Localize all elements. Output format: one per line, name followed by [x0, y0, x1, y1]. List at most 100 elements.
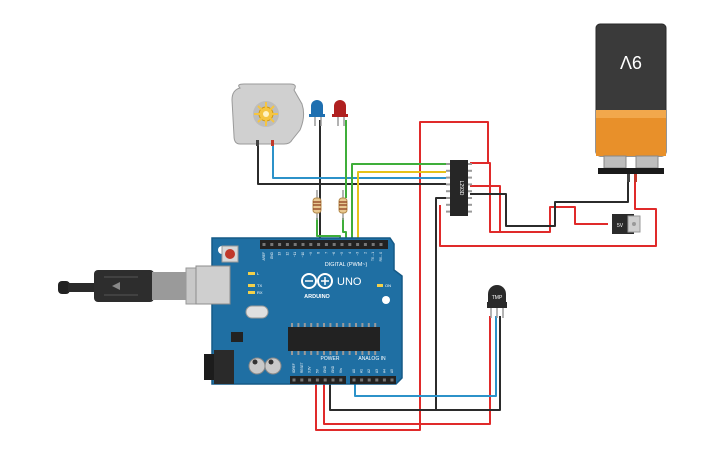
led-l-label: L	[257, 271, 260, 276]
pin-label: Vin	[339, 368, 343, 373]
pin-label: A1	[360, 369, 364, 373]
wire-blue-2[interactable]	[354, 316, 497, 397]
header-pin[interactable]	[340, 243, 344, 246]
chip-leg	[374, 351, 377, 355]
pin-label: A5	[390, 369, 394, 373]
chip-leg	[361, 351, 364, 355]
wire-red-4[interactable]	[470, 185, 501, 232]
pin-label: RESET	[300, 362, 304, 373]
motor-driver-ic[interactable]: L293D	[446, 160, 472, 216]
header-pin[interactable]	[285, 243, 289, 246]
reset-button[interactable]	[221, 245, 239, 263]
header-pin[interactable]	[332, 243, 336, 246]
header-pin[interactable]	[262, 243, 266, 246]
wire-red-5[interactable]	[323, 316, 491, 425]
header-pin[interactable]	[379, 243, 383, 246]
led-red-icon[interactable]	[332, 100, 348, 126]
header-pin[interactable]	[339, 378, 343, 382]
pin-label: ~11	[293, 252, 297, 257]
wire-black-2[interactable]	[470, 182, 629, 227]
chip-leg	[348, 323, 351, 327]
wire-black-1[interactable]	[257, 142, 446, 185]
header-pin[interactable]	[371, 243, 375, 246]
header-pin[interactable]	[356, 243, 360, 246]
chip-leg	[335, 351, 338, 355]
wire-black-4[interactable]	[436, 316, 501, 411]
header-pin[interactable]	[278, 243, 282, 246]
pin-label: 5V	[315, 368, 319, 373]
header-pin[interactable]	[301, 243, 305, 246]
chip-leg	[468, 176, 472, 179]
header-pin[interactable]	[360, 378, 364, 382]
chip-leg	[291, 351, 293, 355]
pin-label: A3	[375, 369, 379, 373]
voltage-regulator[interactable]: 5V	[612, 214, 641, 234]
pin-label: ~9	[309, 252, 313, 256]
header-pin[interactable]	[331, 378, 335, 382]
pin-label: 2	[363, 252, 367, 254]
wire-green-3[interactable]	[351, 163, 446, 244]
header-pin[interactable]	[292, 378, 296, 382]
header-pin[interactable]	[367, 378, 371, 382]
chip-leg	[446, 197, 450, 199]
header-pin[interactable]	[315, 378, 319, 382]
pin-label: AREF	[262, 252, 266, 261]
resistor-2-icon[interactable]	[338, 190, 348, 220]
header-pin[interactable]	[308, 378, 312, 382]
pin-label: ~10	[301, 252, 305, 258]
header-pin[interactable]	[352, 378, 356, 382]
chip-leg	[468, 169, 472, 172]
wire-red-1[interactable]	[470, 162, 608, 233]
chip-leg	[329, 323, 332, 327]
header-pin[interactable]	[324, 243, 328, 246]
battery-9v[interactable]: 9V	[595, 23, 667, 182]
header-pin[interactable]	[375, 378, 379, 382]
chip-leg	[303, 351, 306, 355]
temperature-sensor[interactable]: TMP	[487, 285, 507, 318]
pin-label: A2	[367, 369, 371, 373]
resistor-1-icon[interactable]	[312, 190, 322, 220]
header-pin[interactable]	[390, 378, 394, 382]
chip-leg	[335, 323, 338, 327]
chip-leg	[446, 169, 450, 172]
header-pin[interactable]	[293, 243, 297, 246]
header-pin[interactable]	[323, 378, 327, 382]
chip-leg	[367, 351, 370, 355]
digital-header[interactable]	[260, 240, 388, 249]
pin-label: GND	[331, 365, 335, 373]
header-pin[interactable]	[348, 243, 352, 246]
chip-leg	[468, 210, 472, 213]
wire-red-2[interactable]	[439, 182, 657, 247]
analog-header[interactable]	[350, 376, 396, 384]
chip-leg	[468, 163, 472, 165]
chip-leg	[446, 176, 450, 179]
wire-blue-1[interactable]	[272, 142, 446, 179]
header-pin[interactable]	[309, 243, 313, 246]
pin-label: GND	[323, 365, 327, 373]
arduino-brand: ARDUINO	[304, 294, 330, 300]
header-pin[interactable]	[317, 243, 321, 246]
atmega-chip	[288, 323, 380, 355]
pin-label: TX→1	[371, 252, 375, 261]
header-pin[interactable]	[300, 378, 304, 382]
header-pin[interactable]	[270, 243, 274, 246]
chip-leg	[291, 323, 293, 327]
pin-label: A0	[352, 369, 356, 373]
chip-leg	[468, 183, 472, 186]
chip-leg	[446, 183, 450, 186]
wire-red-3[interactable]	[315, 121, 489, 431]
chip-leg	[374, 323, 377, 327]
pin-label: RX←0	[379, 252, 383, 262]
pin-label: ~3	[356, 252, 360, 256]
power-header-label: POWER	[321, 356, 340, 362]
led-blue-icon[interactable]	[309, 100, 325, 126]
dc-motor-icon[interactable]	[231, 83, 305, 146]
header-pin[interactable]	[363, 243, 367, 246]
header-pin[interactable]	[382, 378, 386, 382]
chip-leg	[310, 323, 313, 327]
wire-yellow-1[interactable]	[357, 171, 446, 244]
